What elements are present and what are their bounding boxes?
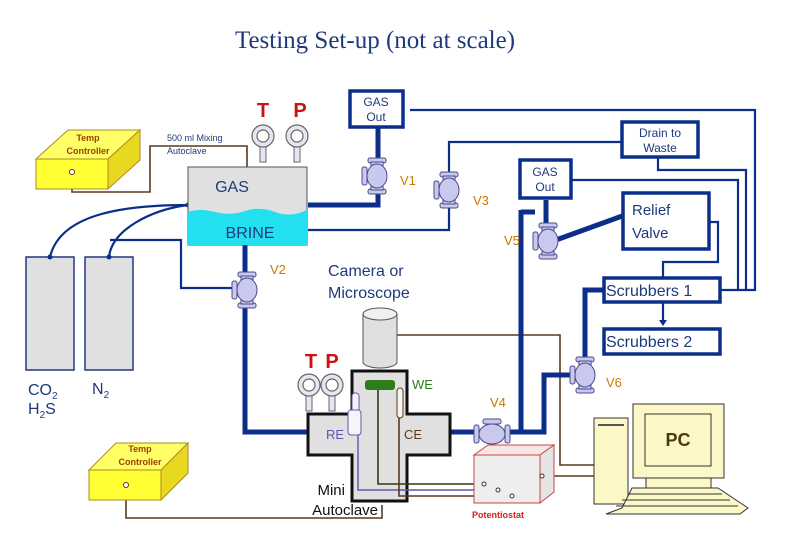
scrubbers-2-box: Scrubbers 2 bbox=[602, 327, 722, 356]
relief-line1: Relief bbox=[632, 202, 671, 219]
gas-out-2-line1: GAS bbox=[532, 165, 557, 179]
valve-v1-icon[interactable] bbox=[361, 157, 388, 195]
mini-autoclave-label-1: Mini bbox=[317, 482, 345, 499]
pc[interactable]: PC bbox=[593, 403, 749, 515]
gas-out-2-line2: Out bbox=[535, 180, 555, 194]
controller-wire-bottom bbox=[125, 484, 383, 519]
camera-label-2: Microscope bbox=[328, 285, 410, 302]
mixing-autoclave-label-2: Autoclave bbox=[167, 146, 207, 156]
pipe-to-v6 bbox=[521, 372, 572, 435]
pipe-brine-to-drain bbox=[308, 140, 623, 232]
pressure-gauge-icon bbox=[285, 124, 309, 163]
pipe-gasout2-scrubbers bbox=[571, 178, 740, 290]
scrubbers-1-label: Scrubbers 1 bbox=[606, 283, 692, 300]
potentiostat[interactable]: Potentiostat bbox=[472, 444, 556, 520]
valve-v2-label: V2 bbox=[270, 262, 286, 277]
n2-label: N2 bbox=[92, 381, 110, 401]
gas-label: GAS bbox=[215, 179, 249, 196]
scrubbers-1-box: Scrubbers 1 bbox=[602, 276, 722, 304]
drain-to-waste-box: Drain to Waste bbox=[620, 120, 700, 159]
camera-icon bbox=[362, 307, 398, 369]
ce-label: CE bbox=[404, 427, 422, 442]
valve-v3-label: V3 bbox=[473, 193, 489, 208]
co2-h2s-cylinder bbox=[25, 256, 75, 371]
relief-line2: Valve bbox=[632, 225, 668, 242]
valve-v4-label: V4 bbox=[490, 395, 506, 410]
pipe-relief-scrubbers bbox=[661, 220, 720, 277]
pipe-v5-relief bbox=[555, 212, 626, 243]
pipe-drain-scrubbers bbox=[656, 156, 748, 290]
gauge-p-label: P bbox=[293, 100, 306, 122]
mini-gauge-p-label: P bbox=[325, 351, 338, 373]
scrubbers-2-label: Scrubbers 2 bbox=[606, 334, 692, 351]
pc-tower bbox=[593, 417, 629, 505]
temp-controller-bottom[interactable]: Temp Controller bbox=[87, 441, 190, 502]
valve-v6-icon[interactable] bbox=[569, 356, 596, 394]
temp-controller-top-label-2: Controller bbox=[66, 146, 109, 156]
mini-autoclave-label-2: Autoclave bbox=[312, 502, 378, 519]
valve-v6-label: V6 bbox=[606, 375, 622, 390]
valve-v5-label: V5 bbox=[504, 233, 520, 248]
co2-line bbox=[48, 203, 189, 258]
gauge-t-label: T bbox=[257, 100, 269, 122]
drain-line2: Waste bbox=[643, 141, 677, 155]
co2-label: CO2 bbox=[28, 382, 58, 402]
pipe-gas-to-v1 bbox=[308, 127, 381, 208]
relief-valve-box: Relief Valve bbox=[621, 191, 711, 251]
camera-label-1: Camera or bbox=[328, 263, 404, 280]
mini-pressure-gauge-icon bbox=[320, 373, 344, 412]
temp-controller-bottom-label-1: Temp bbox=[128, 444, 152, 454]
co2-connector bbox=[47, 254, 53, 260]
working-electrode-icon bbox=[365, 380, 395, 390]
n2-connector bbox=[106, 254, 112, 260]
brine-label: BRINE bbox=[226, 225, 275, 242]
h2s-label: H2S bbox=[28, 401, 56, 421]
temp-controller-bottom-label-2: Controller bbox=[118, 457, 161, 467]
camera-wire bbox=[388, 334, 594, 466]
drain-line1: Drain to bbox=[639, 126, 681, 140]
temp-controller-top-label-1: Temp bbox=[76, 133, 100, 143]
mini-gauge-t-label: T bbox=[305, 351, 317, 373]
valve-v4-icon[interactable] bbox=[473, 418, 511, 445]
we-label: WE bbox=[412, 377, 433, 392]
mini-temperature-gauge-icon bbox=[297, 373, 321, 412]
mini-autoclave: WE RE CE bbox=[306, 369, 452, 503]
valve-v3-icon[interactable] bbox=[433, 171, 460, 209]
gas-out-1-line2: Out bbox=[366, 110, 386, 124]
re-wire bbox=[357, 435, 498, 491]
brine-fill bbox=[188, 208, 307, 245]
pipe-v6-to-scrubbers bbox=[582, 287, 604, 365]
temp-controller-top[interactable]: Temp Controller bbox=[34, 128, 142, 191]
gas-out-box-2: GAS Out bbox=[518, 158, 573, 200]
diagram-title: Testing Set-up (not at scale) bbox=[235, 27, 515, 54]
valve-v2-icon[interactable] bbox=[231, 271, 258, 309]
pc-label: PC bbox=[665, 430, 690, 450]
temperature-gauge-icon bbox=[251, 124, 275, 163]
valve-v5-icon[interactable] bbox=[532, 222, 559, 260]
counter-electrode-icon bbox=[396, 387, 404, 419]
n2-line-2 bbox=[110, 238, 233, 290]
gas-out-1-line1: GAS bbox=[363, 95, 388, 109]
gas-out-box-1: GAS Out bbox=[348, 89, 405, 129]
valve-v1-label: V1 bbox=[400, 173, 416, 188]
pipe-gasout1-scrubbers bbox=[410, 108, 757, 292]
we-wire bbox=[377, 390, 484, 485]
mixing-autoclave-label-1: 500 ml Mixing bbox=[167, 133, 223, 143]
potentiostat-label: Potentiostat bbox=[472, 510, 524, 520]
n2-line-1 bbox=[107, 203, 189, 258]
n2-cylinder bbox=[84, 256, 134, 371]
re-label: RE bbox=[326, 427, 344, 442]
mixing-autoclave: GAS BRINE bbox=[187, 166, 308, 246]
arrow-down-icon bbox=[659, 320, 667, 326]
